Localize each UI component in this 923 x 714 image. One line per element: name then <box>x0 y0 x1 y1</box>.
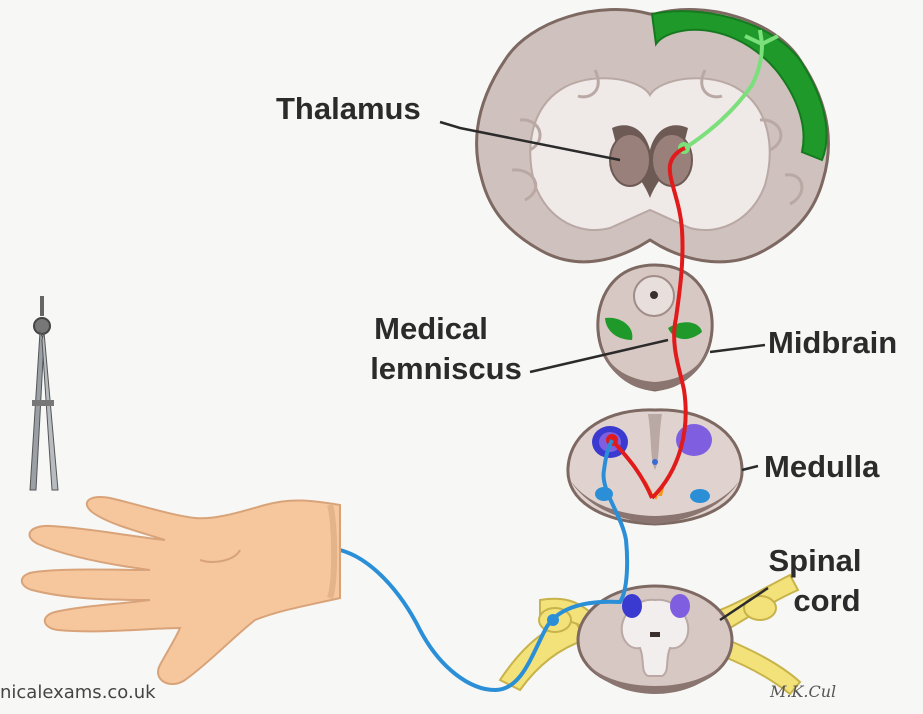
label-medical-lemniscus-line1: Medical <box>356 312 506 346</box>
label-spinal-line1: Spinal <box>760 544 870 578</box>
medulla-section <box>568 410 742 524</box>
label-spinal-line2: cord <box>772 584 882 618</box>
credit-text: nicalexams.co.uk <box>0 682 156 703</box>
midbrain-leader <box>710 345 765 352</box>
caliper-tuning-fork-icon <box>30 296 58 490</box>
artist-signature: M.K.Cul <box>770 682 836 701</box>
label-medulla: Medulla <box>764 450 879 484</box>
medulla-leader <box>742 466 758 470</box>
hand-illustration <box>22 497 340 684</box>
label-midbrain: Midbrain <box>768 326 897 360</box>
cerebrum-section <box>477 10 829 262</box>
label-medical-lemniscus-line2: lemniscus <box>356 352 536 386</box>
label-thalamus: Thalamus <box>276 92 421 126</box>
midbrain-section <box>598 265 712 390</box>
